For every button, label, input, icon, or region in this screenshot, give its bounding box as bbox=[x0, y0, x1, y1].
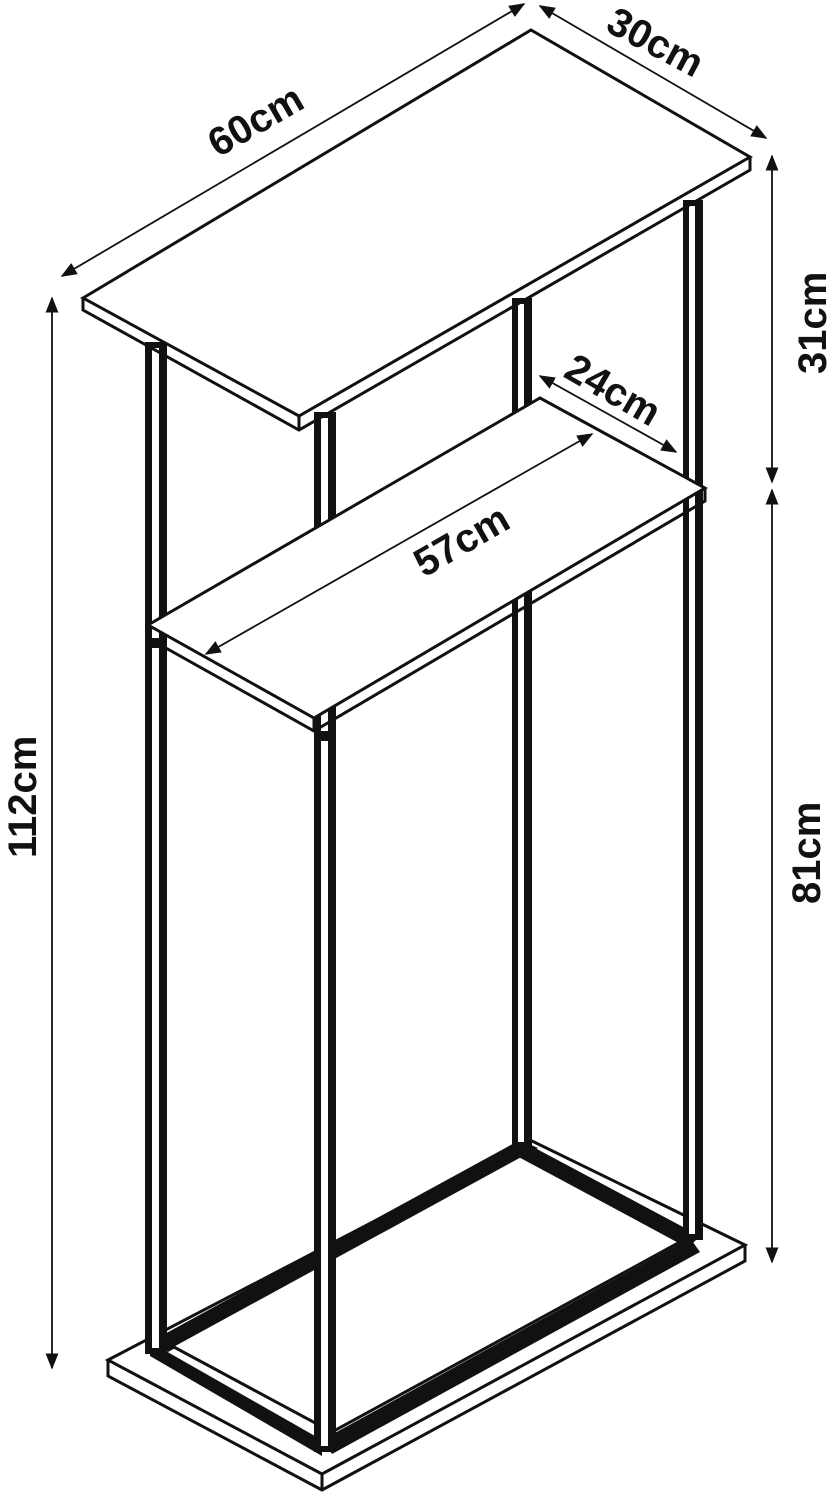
upper-height-label: 31cm bbox=[791, 272, 828, 374]
base-frame bbox=[150, 1140, 700, 1456]
total-height-label: 112cm bbox=[1, 736, 45, 858]
top-panel bbox=[79, 28, 754, 432]
shelf-width-dimension-line bbox=[204, 433, 594, 655]
top-width-dimension-line bbox=[60, 3, 526, 277]
lower-height-label: 81cm bbox=[785, 802, 828, 904]
shelf-depth-dimension-line bbox=[538, 375, 678, 453]
top-depth-dimension-line bbox=[538, 5, 768, 139]
top-width-label: 60cm bbox=[201, 77, 312, 166]
